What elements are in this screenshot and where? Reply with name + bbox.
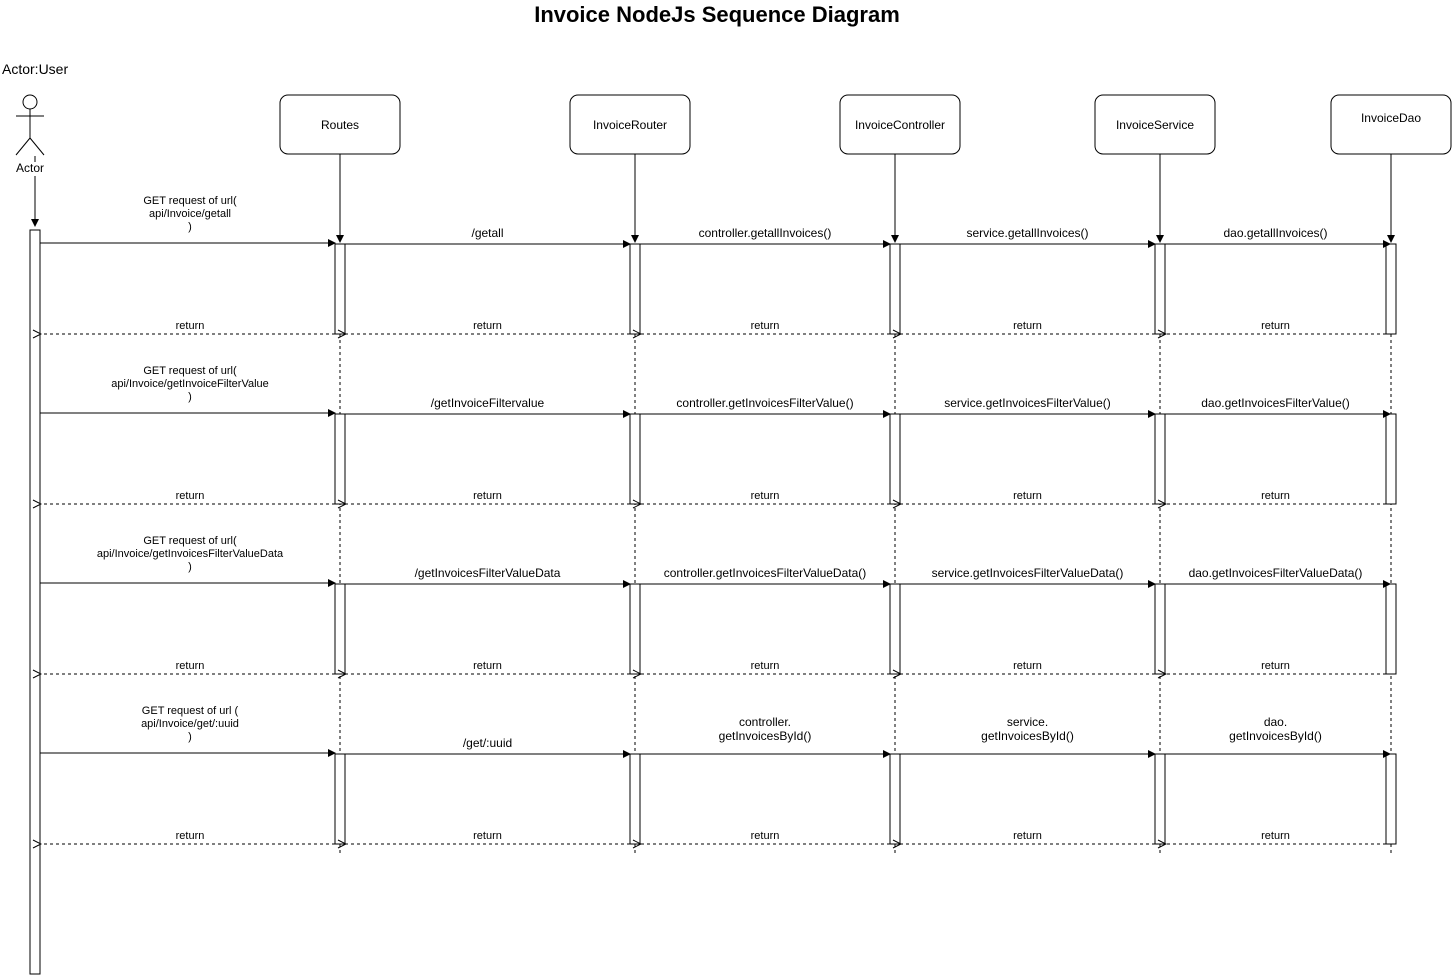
activation-bar bbox=[1154, 753, 1166, 845]
activation-bar bbox=[1385, 243, 1397, 335]
actor-activation-bar bbox=[29, 229, 41, 975]
return-label: return bbox=[1261, 830, 1290, 842]
request-label-line: GET request of url( bbox=[143, 535, 237, 547]
activation-bar bbox=[1154, 243, 1166, 335]
return-label: return bbox=[1013, 660, 1042, 672]
call-label: dao. bbox=[1264, 715, 1287, 729]
activation-bar bbox=[1385, 583, 1397, 675]
return-label: return bbox=[176, 660, 205, 672]
activation-bar bbox=[629, 243, 641, 335]
return-label: return bbox=[473, 830, 502, 842]
activation-bar bbox=[334, 753, 346, 845]
request-label-line: GET request of url( bbox=[143, 365, 237, 377]
activation-bar bbox=[889, 243, 901, 335]
participant-label-service: InvoiceService bbox=[1116, 118, 1194, 132]
activation-bar bbox=[629, 583, 641, 675]
actor-title: Actor:User bbox=[2, 61, 68, 77]
call-label: service.getallInvoices() bbox=[966, 226, 1088, 240]
activation-bar bbox=[889, 753, 901, 845]
return-label: return bbox=[176, 320, 205, 332]
activation-bar bbox=[629, 413, 641, 505]
request-label-line: api/Invoice/getInvoicesFilterValueData bbox=[97, 548, 284, 560]
call-label: service.getInvoicesFilterValueData() bbox=[932, 566, 1124, 580]
return-label: return bbox=[1013, 830, 1042, 842]
actor-label: Actor bbox=[16, 161, 44, 175]
request-label-line: GET request of url ( bbox=[142, 705, 239, 717]
participant-box-service bbox=[1094, 94, 1216, 155]
activation-bar bbox=[1385, 413, 1397, 505]
activation-bar bbox=[1154, 583, 1166, 675]
activation-bar bbox=[334, 243, 346, 335]
diagram-title: Invoice NodeJs Sequence Diagram bbox=[534, 2, 900, 27]
call-label: getInvoicesById() bbox=[719, 729, 812, 743]
return-label: return bbox=[473, 490, 502, 502]
request-label-line: ) bbox=[188, 731, 192, 743]
stick-figure-icon bbox=[15, 94, 45, 156]
messages: GET request of url(api/Invoice/getall)re… bbox=[40, 195, 1397, 845]
return-label: return bbox=[751, 660, 780, 672]
call-label: controller.getallInvoices() bbox=[699, 226, 832, 240]
request-label-line: GET request of url( bbox=[143, 195, 237, 207]
return-label: return bbox=[473, 320, 502, 332]
actor-group: Actor:User Actor bbox=[2, 61, 68, 975]
participant-label-routes: Routes bbox=[321, 118, 359, 132]
call-label: /getall bbox=[471, 226, 503, 240]
request-label-line: api/Invoice/getall bbox=[149, 208, 231, 220]
return-label: return bbox=[1013, 320, 1042, 332]
return-label: return bbox=[1261, 490, 1290, 502]
activation-bar bbox=[1385, 753, 1397, 845]
request-label-line: ) bbox=[188, 391, 192, 403]
participant-label-router: InvoiceRouter bbox=[593, 118, 667, 132]
call-label: controller.getInvoicesFilterValue() bbox=[676, 396, 853, 410]
call-label: dao.getallInvoices() bbox=[1223, 226, 1327, 240]
participant-label-dao: InvoiceDao bbox=[1361, 111, 1421, 125]
call-label: service.getInvoicesFilterValue() bbox=[944, 396, 1111, 410]
request-label-line: ) bbox=[188, 561, 192, 573]
participant-box-router bbox=[569, 94, 691, 155]
call-label: getInvoicesById() bbox=[1229, 729, 1322, 743]
return-label: return bbox=[473, 660, 502, 672]
call-label: /getInvoiceFiltervalue bbox=[431, 396, 545, 410]
call-label: service. bbox=[1007, 715, 1048, 729]
request-label-line: api/Invoice/get/:uuid bbox=[141, 718, 239, 730]
call-label: /get/:uuid bbox=[463, 736, 512, 750]
activation-bar bbox=[889, 413, 901, 505]
return-label: return bbox=[176, 490, 205, 502]
call-label: controller.getInvoicesFilterValueData() bbox=[664, 566, 867, 580]
call-label: /getInvoicesFilterValueData bbox=[415, 566, 561, 580]
return-label: return bbox=[1261, 320, 1290, 332]
call-label: dao.getInvoicesFilterValue() bbox=[1201, 396, 1350, 410]
participant-box-controller bbox=[839, 94, 961, 155]
activation-bar bbox=[334, 583, 346, 675]
call-label: dao.getInvoicesFilterValueData() bbox=[1189, 566, 1363, 580]
activation-bar bbox=[889, 583, 901, 675]
request-label-line: api/Invoice/getInvoiceFilterValue bbox=[111, 378, 269, 390]
call-label: controller. bbox=[739, 715, 791, 729]
request-label-line: ) bbox=[188, 221, 192, 233]
activation-bar bbox=[334, 413, 346, 505]
participant-label-controller: InvoiceController bbox=[855, 118, 945, 132]
return-label: return bbox=[751, 830, 780, 842]
return-label: return bbox=[751, 490, 780, 502]
return-label: return bbox=[1261, 660, 1290, 672]
return-label: return bbox=[176, 830, 205, 842]
participants: Routes InvoiceRouter InvoiceController Invo… bbox=[279, 94, 1452, 855]
activation-bar bbox=[1154, 413, 1166, 505]
return-label: return bbox=[751, 320, 780, 332]
activation-bar bbox=[629, 753, 641, 845]
return-label: return bbox=[1013, 490, 1042, 502]
call-label: getInvoicesById() bbox=[981, 729, 1074, 743]
